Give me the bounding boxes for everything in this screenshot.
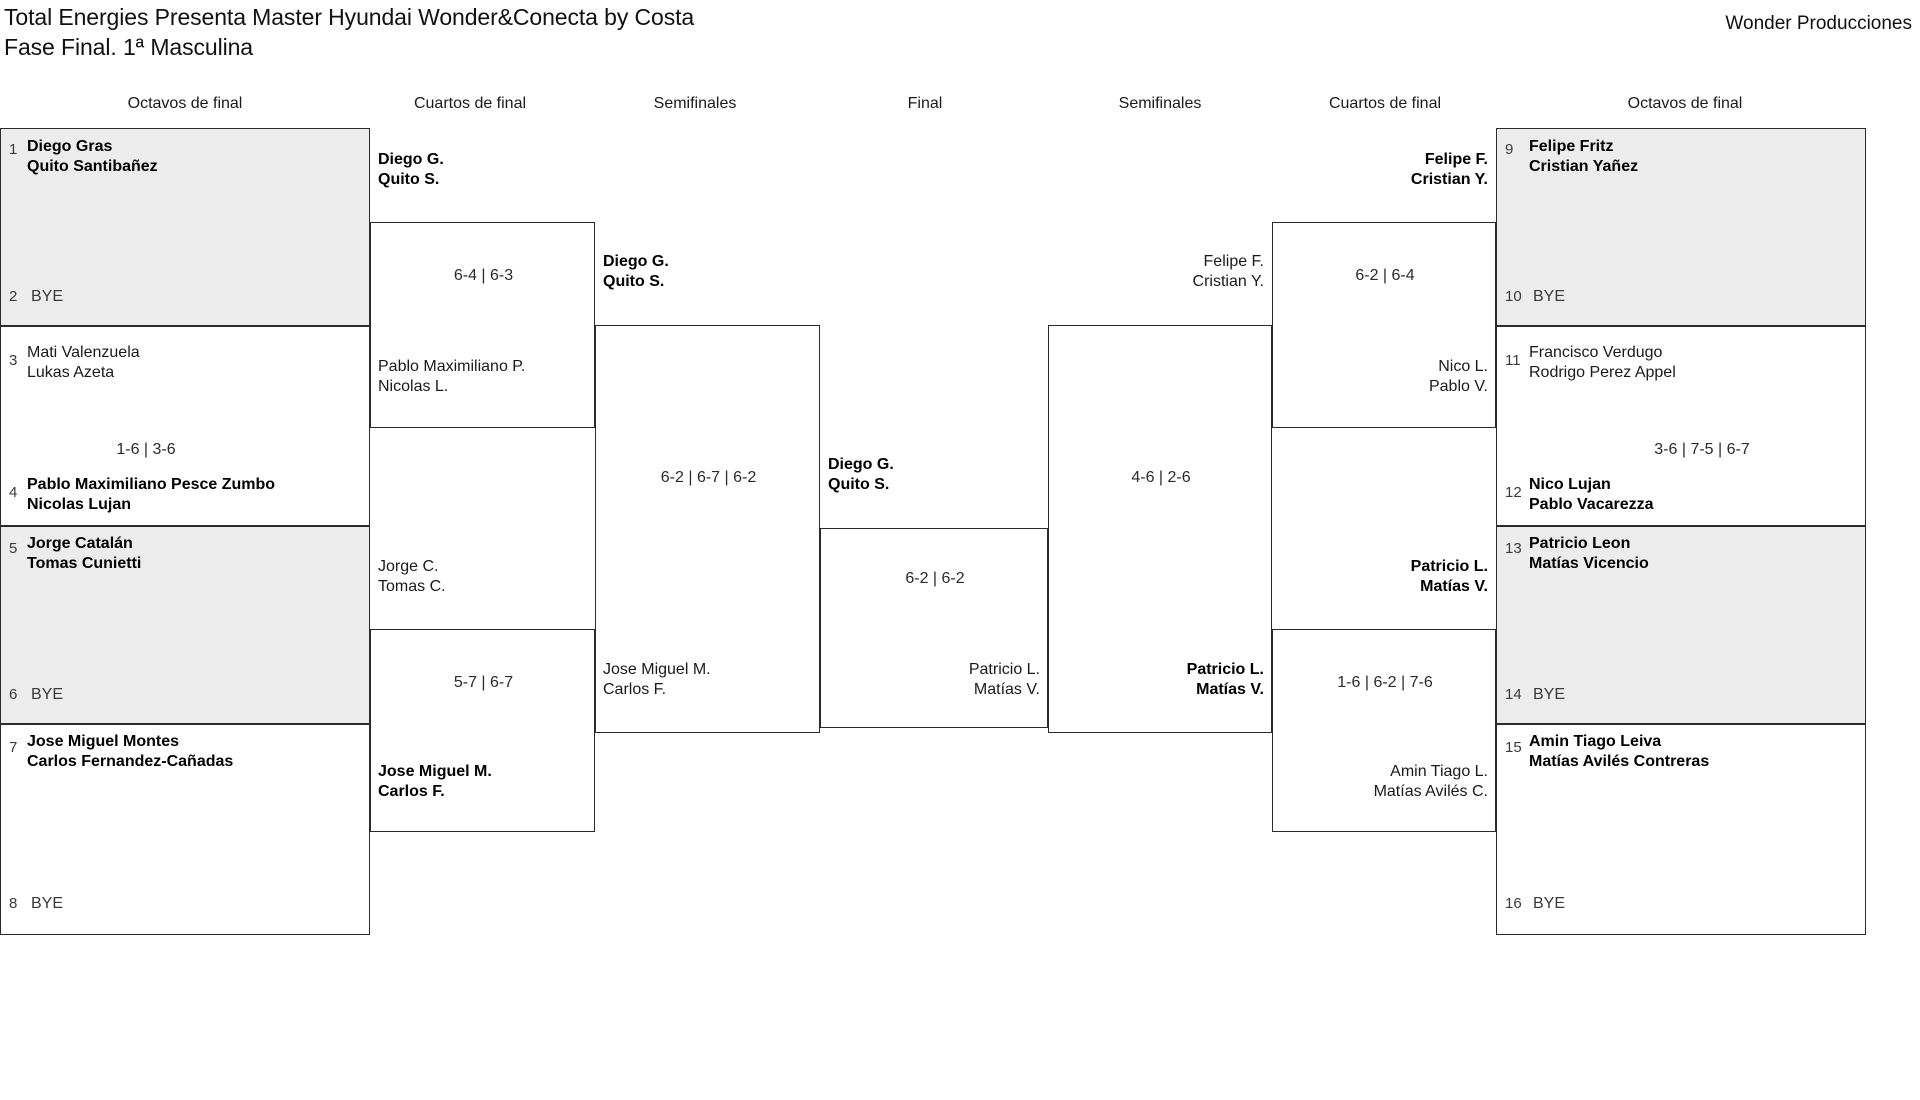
- seed-number: 14: [1505, 686, 1522, 703]
- match-score: 5-7 | 6-7: [453, 674, 514, 691]
- right-sf-winner: Patricio L. Matías V.: [1186, 661, 1264, 698]
- left-r16-match-1[interactable]: 1 Diego Gras Quito Santibañez 2 BYE: [0, 128, 370, 326]
- match-score: 6-4 | 6-3: [453, 267, 514, 284]
- seed-number: 10: [1505, 288, 1522, 305]
- final-match-box[interactable]: 6-2 | 6-2: [820, 528, 1048, 728]
- brand-label: Wonder Producciones: [1725, 13, 1912, 34]
- left-qf-match-2-box[interactable]: 5-7 | 6-7: [370, 629, 595, 832]
- seed-number: 4: [9, 484, 18, 501]
- seed-number: 16: [1505, 895, 1522, 912]
- bye-label: BYE: [31, 895, 64, 912]
- match-score: 6-2 | 6-2: [905, 570, 965, 587]
- seed-number: 3: [9, 352, 18, 369]
- player-names: Patricio Leon Matías Vicencio: [1529, 535, 1649, 572]
- right-qf-match-2-box[interactable]: 1-6 | 6-2 | 7-6: [1272, 629, 1496, 832]
- player-names: Pablo Maximiliano Pesce Zumbo Nicolas Lu…: [27, 476, 276, 513]
- left-qf-loser-top: Pablo Maximiliano P. Nicolas L.: [378, 358, 526, 395]
- player-names: Nico Lujan Pablo Vacarezza: [1529, 476, 1654, 513]
- left-qf-match-1-box[interactable]: 6-4 | 6-3: [370, 222, 595, 428]
- seed-number: 12: [1505, 484, 1522, 501]
- bye-label: BYE: [1533, 686, 1566, 703]
- seed-number: 2: [9, 288, 18, 305]
- seed-number: 9: [1505, 141, 1514, 158]
- seed-number: 15: [1505, 739, 1522, 756]
- seed-number: 1: [9, 141, 18, 158]
- right-qf-winner-bottom: Patricio L. Matías V.: [1410, 558, 1488, 595]
- left-r16-match-2[interactable]: 3 Mati Valenzuela Lukas Azeta 1-6 | 3-6 …: [0, 326, 370, 526]
- round-header-right-sf: Semifinales: [1118, 95, 1202, 112]
- right-r16-match-2[interactable]: 11 Francisco Verdugo Rodrigo Perez Appel…: [1496, 326, 1866, 526]
- right-r16-match-3[interactable]: 13 Patricio Leon Matías Vicencio 14 BYE: [1496, 526, 1866, 724]
- bye-label: BYE: [31, 686, 64, 703]
- match-score: 4-6 | 2-6: [1131, 469, 1191, 486]
- left-qf-loser-bottom: Jorge C. Tomas C.: [378, 558, 446, 595]
- final-runner-up: Patricio L. Matías V.: [968, 661, 1040, 698]
- round-header-left-qf: Cuartos de final: [413, 95, 527, 112]
- match-score: 3-6 | 7-5 | 6-7: [1654, 441, 1750, 458]
- left-sf-match-box[interactable]: 6-2 | 6-7 | 6-2: [595, 325, 820, 733]
- seed-number: 8: [9, 895, 18, 912]
- final-winner: Diego G. Quito S.: [828, 456, 894, 493]
- right-r16-match-4[interactable]: 15 Amin Tiago Leiva Matías Avilés Contre…: [1496, 724, 1866, 935]
- right-r16-match-1[interactable]: 9 Felipe Fritz Cristian Yañez 10 BYE: [1496, 128, 1866, 326]
- player-names: Jose Miguel Montes Carlos Fernandez-Caña…: [27, 733, 234, 770]
- round-header-left-sf: Semifinales: [653, 95, 737, 112]
- seed-number: 13: [1505, 540, 1522, 557]
- right-qf-loser-bottom: Amin Tiago L. Matías Avilés C.: [1373, 763, 1488, 800]
- round-header-right-qf: Cuartos de final: [1328, 95, 1442, 112]
- match-score: 1-6 | 6-2 | 7-6: [1337, 674, 1433, 691]
- round-header-right-r16: Octavos de final: [1627, 95, 1743, 112]
- match-score: 6-2 | 6-7 | 6-2: [660, 469, 757, 486]
- right-qf-match-1-box[interactable]: 6-2 | 6-4: [1272, 222, 1496, 428]
- bye-label: BYE: [1533, 288, 1566, 305]
- round-header-left-r16: Octavos de final: [127, 95, 243, 112]
- right-sf-match-box[interactable]: 4-6 | 2-6: [1048, 325, 1272, 733]
- left-qf-winner-top: Diego G. Quito S.: [378, 151, 444, 188]
- seed-number: 7: [9, 739, 18, 756]
- match-score: 6-2 | 6-4: [1355, 267, 1415, 284]
- seed-number: 11: [1505, 352, 1521, 369]
- right-sf-loser: Felipe F. Cristian Y.: [1192, 253, 1264, 290]
- left-sf-loser: Jose Miguel M. Carlos F.: [603, 661, 711, 698]
- seed-number: 5: [9, 540, 18, 557]
- player-names: Diego Gras Quito Santibañez: [27, 138, 158, 175]
- player-names: Francisco Verdugo Rodrigo Perez Appel: [1529, 344, 1676, 381]
- bye-label: BYE: [31, 288, 64, 305]
- left-r16-match-3[interactable]: 5 Jorge Catalán Tomas Cunietti 6 BYE: [0, 526, 370, 724]
- seed-number: 6: [9, 686, 18, 703]
- player-names: Amin Tiago Leiva Matías Avilés Contreras: [1529, 733, 1710, 770]
- left-qf-winner-bottom: Jose Miguel M. Carlos F.: [378, 763, 492, 800]
- match-score: 1-6 | 3-6: [116, 441, 176, 458]
- player-names: Felipe Fritz Cristian Yañez: [1529, 138, 1639, 175]
- player-names: Jorge Catalán Tomas Cunietti: [27, 535, 142, 572]
- right-qf-loser-top: Nico L. Pablo V.: [1428, 358, 1488, 395]
- round-header-final: Final: [907, 95, 943, 112]
- right-qf-winner-top: Felipe F. Cristian Y.: [1410, 151, 1488, 188]
- player-names: Mati Valenzuela Lukas Azeta: [27, 344, 140, 381]
- bye-label: BYE: [1533, 895, 1566, 912]
- left-sf-winner: Diego G. Quito S.: [603, 253, 669, 290]
- page-title: Total Energies Presenta Master Hyundai W…: [4, 4, 695, 60]
- left-r16-match-4[interactable]: 7 Jose Miguel Montes Carlos Fernandez-Ca…: [0, 724, 370, 935]
